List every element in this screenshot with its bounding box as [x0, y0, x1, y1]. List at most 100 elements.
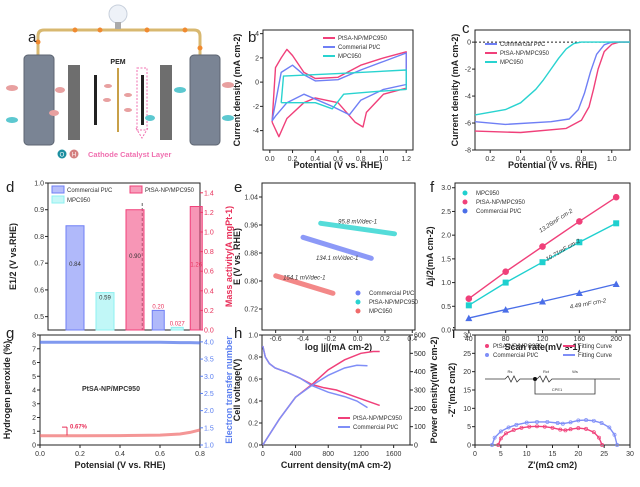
- panel-letter-d: d: [6, 179, 14, 196]
- legend-label: Commerial Pt/C: [338, 45, 381, 51]
- data-point: [539, 259, 546, 266]
- y-tick-label: 0.9: [34, 207, 44, 214]
- data-point: [535, 424, 539, 429]
- x-tick-label: 0.8: [195, 451, 205, 458]
- molecule-markers: [6, 82, 234, 116]
- y-tick-label: 0.0: [441, 328, 451, 335]
- down-arrow-icon: [135, 127, 149, 139]
- bar-value-label: 0.027: [170, 321, 186, 327]
- slope-annotation: 13.26mF cm-2: [538, 208, 574, 234]
- circuit-label: Ws: [572, 369, 578, 374]
- series-line-PtSA-NP/MPC950: [271, 48, 407, 138]
- x-tick-label: 10: [523, 451, 531, 458]
- y-right-tick-label: 600: [414, 333, 426, 340]
- anode-gas-diffusion-layer: [68, 65, 80, 140]
- y-tick-label: 0.8: [248, 355, 258, 362]
- data-point: [568, 420, 573, 425]
- y-tick-label: 5: [32, 374, 36, 381]
- y-axis-label: Δj/2(mA cm-2): [425, 226, 435, 286]
- data-point: [506, 425, 511, 430]
- x-tick-label: 0: [261, 451, 265, 458]
- hydrogen-symbol: H: [72, 153, 76, 159]
- y-tick-label: -4: [253, 128, 259, 135]
- cathode-highlight-box: [136, 67, 148, 131]
- data-point: [560, 421, 565, 426]
- y-tick-label: 6: [32, 360, 36, 367]
- tafel-line-MPC950: [273, 273, 336, 296]
- tafel-line-Commercial Pt/C: [300, 234, 374, 261]
- anode-catalyst-layer: [94, 75, 97, 125]
- y-tick-label: 30: [463, 333, 471, 340]
- series-line-Commercial Pt/C: [262, 345, 368, 409]
- y-tick-label: 25: [463, 351, 471, 358]
- data-point: [514, 422, 519, 427]
- data-point: [465, 302, 472, 309]
- hydrogen-atom-icon: [69, 149, 79, 159]
- y-tick-label: 20: [463, 369, 471, 376]
- x-tick-label: 1.0: [607, 156, 617, 163]
- x-tick-label: 30: [626, 451, 634, 458]
- data-point: [584, 426, 589, 431]
- data-point: [498, 436, 503, 441]
- y-tick-label: 0.72: [244, 307, 258, 314]
- equivalent-circuit-diagram: [485, 375, 620, 395]
- data-point: [568, 427, 573, 432]
- series-line-MPC950: [474, 41, 630, 116]
- legend-label: PtSA-NP/MPC950: [145, 188, 195, 194]
- legend-label: MPC950: [500, 60, 524, 66]
- cathode-catalyst-layer: [141, 75, 144, 125]
- data-point: [576, 426, 581, 431]
- legend-label: MPC950: [369, 309, 393, 315]
- x-tick-label: 1200: [353, 451, 369, 458]
- x-tick-label: 0.0: [265, 156, 275, 163]
- x-tick-label: 200: [610, 336, 622, 343]
- slope-annotation: 95.8 mV/dec-1: [338, 220, 377, 226]
- x-tick-label: -0.6: [270, 336, 282, 343]
- x-tick-label: 0.4: [407, 336, 417, 343]
- x-tick-label: 0.8: [577, 156, 587, 163]
- legend-label: PtSA-NP/MPC950: [493, 344, 543, 350]
- x-tick-label: 400: [290, 451, 302, 458]
- data-point: [615, 443, 620, 447]
- cathode-bipolar-plate: [189, 54, 221, 146]
- y-right-tick-label: 100: [414, 424, 426, 431]
- x-tick-label: -0.2: [324, 336, 336, 343]
- data-point: [563, 428, 568, 433]
- x-axis-label: Scan rate(mV s-1): [504, 342, 580, 352]
- y-right-tick-label: 3.5: [204, 357, 214, 364]
- y-tick-label: 2.5: [441, 209, 451, 216]
- y-right-tick-label: 3.0: [204, 374, 214, 381]
- x-tick-label: 0.2: [380, 336, 390, 343]
- x-tick-label: 0.2: [485, 156, 495, 163]
- y-tick-label: -2: [465, 67, 471, 74]
- data-point: [591, 430, 596, 435]
- x-tick-label: 15: [549, 451, 557, 458]
- x-axis-label: Potential (V vs. RHE): [293, 160, 382, 170]
- bar-value-label: 1.26: [190, 263, 202, 269]
- y-tick-label: 0: [32, 443, 36, 450]
- series-line-MPC950: [280, 69, 407, 110]
- y-tick-label: 0.6: [248, 377, 258, 384]
- y-right-tick-label: 1.5: [204, 425, 214, 432]
- data-point: [511, 428, 516, 432]
- y-axis-label: E1/2 (V vs.RHE): [8, 223, 18, 290]
- legend-label: PtSA-NP/MPC950: [500, 51, 550, 57]
- data-point: [576, 218, 583, 225]
- x-tick-label: 0.6: [333, 156, 343, 163]
- y-tick-label: 0.96: [244, 223, 258, 230]
- y-right-tick-label: 0.2: [204, 308, 214, 315]
- x-tick-label: 0.4: [310, 156, 320, 163]
- data-point: [502, 268, 509, 275]
- fitting-curve-Commercial Pt/C: [491, 419, 618, 446]
- legend-label: Commercial Pt/C: [353, 425, 399, 431]
- data-point: [527, 424, 532, 429]
- cathode-gas-diffusion-layer: [160, 65, 172, 140]
- data-point: [539, 298, 546, 305]
- legend-label: MPC950: [338, 54, 362, 60]
- circuit-label: CPE1: [552, 387, 563, 392]
- y-axis-label: Current density (mA cm-2): [450, 34, 460, 147]
- x-tick-label: 0.8: [356, 156, 366, 163]
